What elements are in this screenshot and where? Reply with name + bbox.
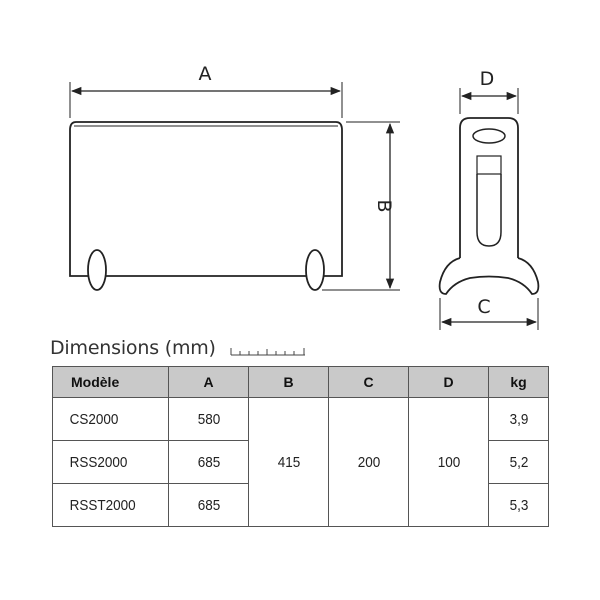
dimensions-heading: Dimensions (mm) <box>50 337 306 359</box>
ruler-icon <box>230 348 305 356</box>
dimension-c-label: C <box>477 296 490 318</box>
cell-kg: 5,2 <box>491 440 546 484</box>
right-foot <box>305 249 325 291</box>
header-kg: kg <box>488 366 549 398</box>
cell-kg: 5,3 <box>491 483 546 527</box>
table-row: RSST2000 685 5,3 <box>52 483 549 527</box>
dimension-b-label: B <box>373 199 395 212</box>
dimensions-table: Modèle A B C D kg CS2000 580 415 200 100… <box>52 366 549 527</box>
header-b: B <box>248 366 329 398</box>
cell-a: 685 <box>172 483 245 527</box>
dimension-c: C <box>439 296 539 330</box>
dimension-d-label: D <box>480 68 495 90</box>
dimension-a-label: A <box>199 63 212 85</box>
table-header-row: Modèle A B C D kg <box>52 366 549 398</box>
cell-model: RSST2000 <box>52 483 158 527</box>
header-model: Modèle <box>52 366 169 398</box>
table-row: CS2000 580 415 200 100 3,9 <box>52 397 549 527</box>
header-c: C <box>328 366 409 398</box>
cell-c-shared: 200 <box>332 397 405 527</box>
dimension-d: D <box>459 68 519 114</box>
cell-model: RSS2000 <box>52 440 158 484</box>
heater-technical-drawing: A B D C <box>69 63 540 330</box>
dimension-a: A <box>69 63 343 118</box>
cell-kg: 3,9 <box>491 397 546 441</box>
cell-b-shared: 415 <box>252 397 325 527</box>
header-d: D <box>408 366 489 398</box>
front-view <box>69 121 343 291</box>
side-view <box>438 117 540 295</box>
cell-a: 685 <box>172 440 245 484</box>
dimension-b: B <box>322 121 400 291</box>
left-foot <box>87 249 107 291</box>
header-a: A <box>168 366 249 398</box>
dimensions-title: Dimensions (mm) <box>50 337 216 359</box>
cell-d-shared: 100 <box>412 397 485 527</box>
cell-model: CS2000 <box>52 397 158 441</box>
cell-a: 580 <box>172 397 245 441</box>
